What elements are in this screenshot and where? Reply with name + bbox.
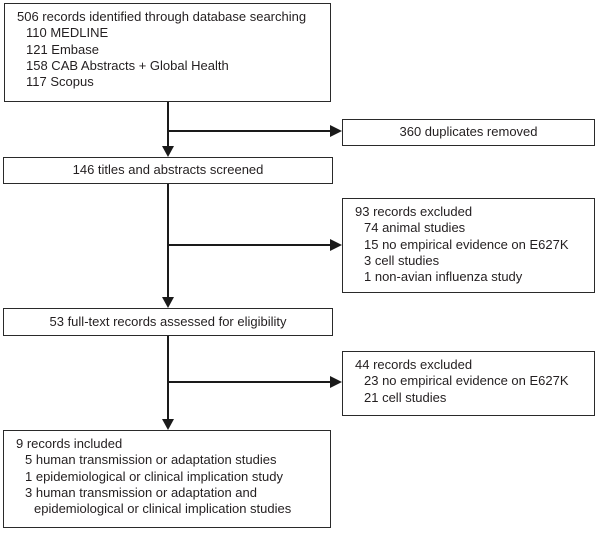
excluded-screening-title: 93 records excluded bbox=[355, 204, 473, 219]
box-fulltext-assessed: 53 full-text records assessed for eligib… bbox=[3, 308, 333, 336]
source-embase: 121 Embase bbox=[26, 41, 99, 57]
box-duplicates-removed: 360 duplicates removed bbox=[342, 119, 595, 146]
arrow-down-screened-icon bbox=[162, 146, 174, 157]
box-titles-abstracts-screened: 146 titles and abstracts screened bbox=[3, 157, 333, 184]
box-records-included: 9 records included 5 human transmission … bbox=[3, 430, 331, 528]
fulltext-assessed-label: 53 full-text records assessed for eligib… bbox=[49, 313, 287, 329]
arrow-down-fulltext-icon bbox=[162, 297, 174, 308]
excluded-fulltext-no-empirical-evidence: 23 no empirical evidence on E627K bbox=[364, 373, 569, 389]
box-records-identified: 506 records identified through database … bbox=[4, 3, 331, 102]
arrow-right-duplicates-icon bbox=[330, 125, 342, 137]
excluded-no-empirical-evidence: 15 no empirical evidence on E627K bbox=[364, 236, 569, 252]
arrow-right-excluded-fulltext-icon bbox=[330, 376, 342, 388]
box-records-excluded-screening: 93 records excluded 74 animal studies 15… bbox=[342, 198, 595, 293]
excluded-fulltext-title: 44 records excluded bbox=[355, 357, 473, 372]
arrow-down-included-icon bbox=[162, 419, 174, 430]
included-human-transmission-studies: 5 human transmission or adaptation studi… bbox=[25, 452, 277, 468]
included-combined-studies-line2: epidemiological or clinical implication … bbox=[34, 501, 292, 517]
source-cab-global-health: 158 CAB Abstracts + Global Health bbox=[26, 57, 229, 73]
box-records-excluded-fulltext: 44 records excluded 23 no empirical evid… bbox=[342, 351, 595, 416]
excluded-animal-studies: 74 animal studies bbox=[364, 220, 466, 236]
excluded-non-avian-influenza: 1 non-avian influenza study bbox=[364, 269, 523, 285]
excluded-cell-studies: 3 cell studies bbox=[364, 252, 440, 268]
duplicates-removed-label: 360 duplicates removed bbox=[399, 124, 538, 140]
excluded-fulltext-cell-studies: 21 cell studies bbox=[364, 389, 447, 405]
included-title: 9 records included bbox=[16, 436, 123, 451]
source-scopus: 117 Scopus bbox=[26, 74, 94, 90]
included-epidemiological-study: 1 epidemiological or clinical implicatio… bbox=[25, 468, 283, 484]
included-combined-studies-line1: 3 human transmission or adaptation and bbox=[25, 484, 257, 500]
titles-abstracts-screened-label: 146 titles and abstracts screened bbox=[72, 162, 264, 178]
records-identified-title: 506 records identified through database … bbox=[17, 9, 307, 24]
arrow-right-excluded-screening-icon bbox=[330, 239, 342, 251]
source-medline: 110 MEDLINE bbox=[26, 25, 109, 41]
